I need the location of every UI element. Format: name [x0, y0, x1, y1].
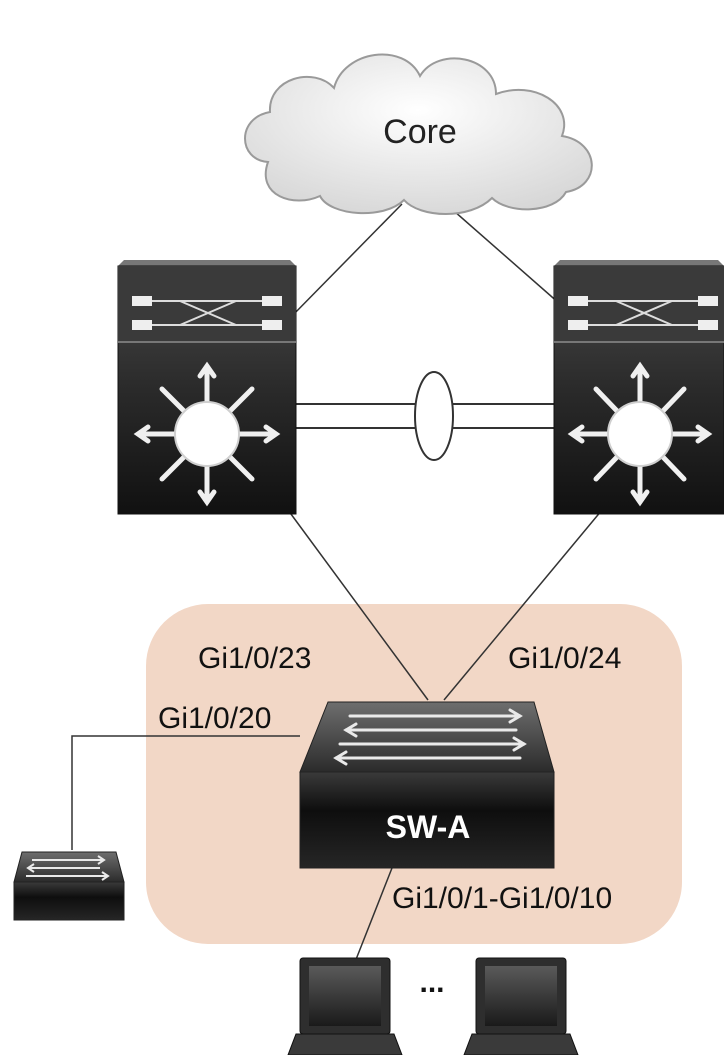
port-label-gi1-0-24: Gi1/0/24	[508, 642, 621, 675]
switch-cross-icon	[568, 296, 718, 330]
switch-cross-icon	[132, 296, 282, 330]
link-swa-to-access	[71, 735, 300, 850]
sw-a-switch	[299, 701, 555, 869]
hosts-ellipsis: ...	[419, 966, 444, 999]
link-core-right	[445, 203, 561, 305]
link-core-left	[289, 203, 403, 319]
etherchannel-ellipse	[414, 371, 454, 461]
sw-a-label: SW-A	[386, 809, 471, 845]
link-swa-to-hosts	[354, 867, 393, 963]
link-left-dist-to-swa	[287, 509, 429, 701]
switch-arrows-icon	[333, 708, 527, 766]
core-cloud-icon	[244, 53, 593, 215]
right-distribution-switch	[553, 260, 724, 515]
router-arrows-icon	[133, 361, 281, 507]
laptop-icon	[463, 957, 579, 1055]
port-label-gi1-0-23: Gi1/0/23	[198, 642, 311, 675]
port-label-gi1-0-20: Gi1/0/20	[158, 702, 271, 735]
link-right-dist-to-swa	[443, 509, 603, 701]
core-label: Core	[383, 113, 457, 151]
port-channel	[296, 371, 556, 461]
port-label-hosts-range: Gi1/0/1-Gi1/0/10	[392, 882, 612, 915]
left-distribution-switch	[117, 260, 297, 515]
access-switch-small	[13, 851, 125, 921]
laptop-icon	[287, 957, 403, 1055]
router-arrows-icon	[567, 361, 713, 507]
links	[71, 203, 603, 963]
